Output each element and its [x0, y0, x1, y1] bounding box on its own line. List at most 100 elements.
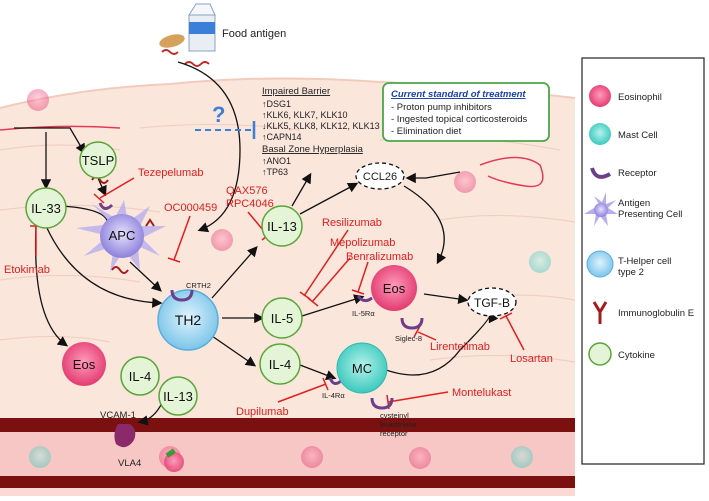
receptor-icon — [356, 295, 373, 303]
dashed-mediators: CCL26 TGF-B — [355, 162, 517, 317]
inhibitor-line — [277, 383, 327, 403]
inhibitor-bar — [499, 312, 513, 320]
treatment-item: - Ingested topical corticosteroids — [391, 114, 527, 125]
arrow — [45, 225, 163, 308]
vcam1-icon — [114, 424, 136, 448]
receptor-legend-icon — [590, 167, 611, 179]
inhibitor-line — [173, 215, 191, 261]
eos-left-label: Eos — [73, 357, 96, 372]
legend-eosinophil: Eosinophil — [618, 92, 662, 103]
barrier-item: ↑CAPN14 — [262, 132, 302, 142]
standard-treatment-box: Current standard of treatment - Proton p… — [382, 82, 550, 142]
il13-top-label: IL-13 — [267, 219, 297, 234]
cysteinyl-label: cysteinyl — [380, 411, 409, 420]
barrier-item: ↓KLK5, KLK8, KLK12, KLK13 — [262, 121, 380, 131]
drug-montelukast: Montelukast — [452, 387, 511, 399]
inhibitor-line — [303, 229, 349, 297]
th2-cell: TH2 — [157, 289, 219, 351]
tslp-label: TSLP — [82, 153, 115, 168]
mc-label: MC — [352, 361, 372, 376]
drug-lirentelimab: Lirentelimab — [430, 341, 490, 353]
il4-bottom-label: IL-4 — [129, 369, 151, 384]
il13-bottom-label: IL-13 — [163, 389, 193, 404]
drug-dupilumab: Dupilumab — [236, 406, 289, 418]
drug-labels: Tezepelumab Etokimab OC000459 QAX576 RPC… — [4, 167, 553, 418]
il13-bottom-node — [158, 376, 198, 416]
inhibitor-bar — [93, 193, 105, 204]
treatment-item: - Elimination diet — [391, 126, 462, 137]
inhibitor-line — [357, 261, 369, 293]
receptor-icon — [370, 397, 394, 410]
arrow — [375, 311, 499, 376]
il13-top-node — [261, 205, 303, 247]
treatment-title: Current standard of treatment — [391, 89, 526, 100]
inhibitor-line — [99, 177, 135, 199]
eos-right-cell — [371, 265, 417, 311]
inhibitor-bar — [307, 297, 319, 307]
drug-resilizumab: Resilizumab — [322, 217, 382, 229]
impaired-barrier-list: Impaired Barrier ↑DSG1 ↑KLK6, KLK7, KLK1… — [262, 86, 380, 177]
receptor-icon — [170, 289, 194, 302]
tgfb-label: TGF-B — [474, 296, 510, 310]
barrier-item: ↑DSG1 — [262, 99, 291, 109]
inhibitor-bar — [351, 289, 365, 295]
eosinophils: Eos Eos — [62, 265, 417, 386]
cytokine-nodes: TSLP IL-33 IL-13 IL-5 IL-4 IL-4 IL-13 — [25, 141, 303, 416]
unknown-mechanism-mark: ? — [212, 102, 225, 127]
apc-label: APC — [109, 228, 136, 243]
legend-cytokine: Cytokine — [618, 350, 655, 361]
arrow — [403, 185, 447, 265]
mast-cell-legend-icon — [589, 123, 611, 145]
vcam-vla4: VCAM-1 VLA4 — [100, 410, 184, 472]
inhibitor-lines — [30, 177, 525, 410]
arrow — [211, 246, 258, 299]
drug-oc000459: OC000459 — [164, 202, 217, 214]
arrow — [423, 293, 469, 305]
inhibitor-line — [417, 331, 437, 341]
arrow — [299, 364, 337, 381]
drug-mepolizumab: Mepolizumab — [330, 237, 395, 249]
drug-rpc4046: RPC4046 — [226, 198, 274, 210]
il4ra-label: IL-4Rα — [322, 391, 345, 400]
vcam1-label: VCAM-1 — [100, 410, 136, 421]
drug-losartan: Losartan — [510, 353, 553, 365]
tgfb-node — [467, 287, 517, 317]
th2-label: TH2 — [175, 312, 202, 328]
antigen-to-apc-arrow — [177, 61, 241, 233]
ccl26-node — [355, 162, 405, 190]
il5-node — [261, 297, 303, 339]
drug-tezepelumab: Tezepelumab — [138, 167, 203, 179]
arrow — [129, 261, 162, 292]
siglec8-label: Siglec-8 — [395, 334, 422, 343]
background-cells — [27, 89, 551, 469]
vla4-icon — [165, 448, 176, 458]
apc-legend-icon — [584, 192, 618, 226]
inhibitor-line — [505, 315, 525, 351]
inhibitor-bar — [167, 257, 181, 263]
barrier-heading: Impaired Barrier — [262, 86, 330, 97]
hyperplasia-heading: Basal Zone Hyperplasia — [262, 144, 364, 155]
eos-left-cell — [62, 342, 106, 386]
hyperplasia-item: ↑ANO1 — [262, 156, 291, 166]
il33-node — [25, 187, 67, 229]
ige-legend-icon — [592, 301, 608, 324]
cytokine-legend-icon — [588, 342, 612, 366]
inhibitor-line — [387, 391, 449, 403]
vla4-label: VLA4 — [118, 458, 141, 469]
il4-bottom-node — [120, 356, 160, 396]
arrow — [97, 177, 107, 197]
legend-ige: Immunoglobulin E — [618, 308, 694, 319]
drug-benralizumab: Benralizumab — [346, 251, 413, 263]
arrow — [14, 127, 86, 155]
th2-legend-icon — [586, 250, 614, 278]
cysteinyl-label: receptor — [380, 429, 408, 438]
il5-label: IL-5 — [271, 311, 293, 326]
mast-cell: MC — [336, 342, 388, 394]
il4-mid-label: IL-4 — [269, 357, 291, 372]
eosinophil-legend-icon — [589, 85, 611, 107]
arrow — [299, 182, 359, 215]
